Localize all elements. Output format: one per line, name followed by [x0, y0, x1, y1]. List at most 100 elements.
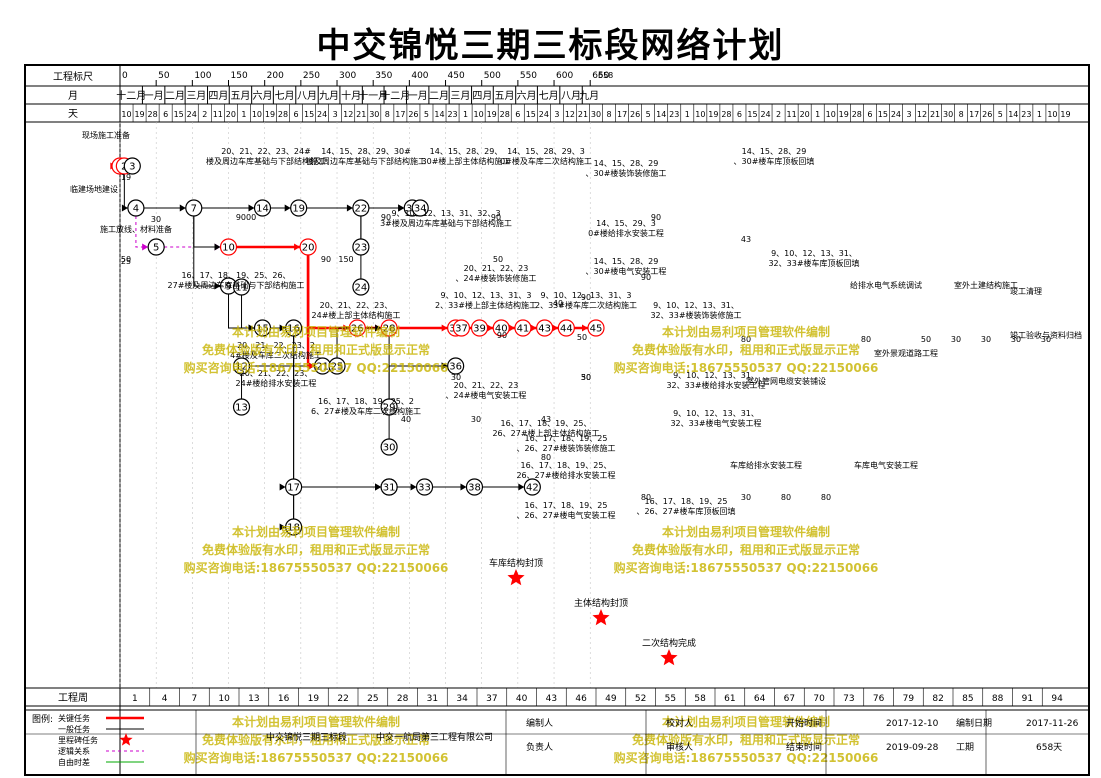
month-label: 六月: [253, 90, 273, 102]
node-number: 45: [590, 324, 603, 335]
node-number: 21: [316, 362, 329, 373]
week-label: 43: [546, 694, 557, 704]
node-number: 33: [418, 483, 431, 494]
scale-tick-label: 100: [194, 71, 211, 81]
week-label: 19: [308, 694, 320, 704]
task-label-line: 16、17、18、19、25、: [521, 461, 612, 470]
duration-label: 30: [981, 335, 991, 344]
day-label: 19: [1060, 110, 1070, 119]
watermark-text: 本计划由易利项目管理软件编制: [662, 524, 830, 539]
duration-label: 43: [741, 235, 751, 244]
watermark-text: 免费体验版有水印，租用和正式版显示正常: [202, 542, 430, 557]
day-label: 10: [695, 110, 705, 119]
task-label-line: 4#楼及车库二次结构施工: [230, 350, 322, 360]
week-label: 52: [635, 694, 646, 704]
day-label: 15: [304, 110, 314, 119]
day-label: 24: [187, 110, 197, 119]
task-label: 14、15、28、29、30#楼上部主体结构施工: [422, 147, 511, 166]
task-label-line: 6、27#楼及车库二次结构施工: [311, 406, 421, 416]
week-label: 40: [516, 694, 528, 704]
day-label: 6: [737, 110, 742, 119]
node-number: 30: [383, 443, 396, 454]
week-label: 49: [605, 694, 617, 704]
duration-label: 30: [1011, 335, 1021, 344]
task-arrow-25-28: [336, 327, 382, 358]
arrowhead: [487, 324, 494, 332]
week-label: 34: [456, 694, 468, 704]
task-label-line: 0#楼及车库二次结构施工: [500, 156, 592, 166]
arrowhead: [552, 324, 559, 332]
scale-tick-label: 550: [520, 71, 537, 81]
day-label: 10: [252, 110, 262, 119]
node-number: 4: [133, 204, 139, 215]
week-label: 25: [367, 694, 378, 704]
scale-tick-label: 650: [592, 71, 609, 81]
scale-tick-label: 350: [375, 71, 392, 81]
task-label-line: 26、27#楼上部主体结构施工: [492, 428, 599, 438]
day-label: 28: [852, 110, 862, 119]
node-number: 16: [287, 324, 300, 335]
day-label: 2: [776, 110, 781, 119]
task-label-line: 9、10、12、13、31、32、3: [391, 209, 500, 218]
network-node: [232, 398, 251, 416]
node-number: 22: [355, 204, 368, 215]
task-label-line: 竣工清理: [1010, 286, 1042, 296]
task-label-line: 14、15、28、29、3: [507, 147, 585, 156]
watermark-text: 本计划由易利项目管理软件编制: [232, 714, 400, 729]
task-label-line: 、30#楼电气安装工程: [586, 266, 667, 276]
task-label: 竣工清理: [1010, 286, 1042, 296]
footer-leader-label: 负责人: [526, 741, 553, 753]
legend-item-label: 逻辑关系: [58, 746, 90, 756]
network-node: [147, 238, 165, 256]
month-label: 十二月: [380, 89, 410, 102]
arrowhead: [518, 483, 525, 491]
node-number: 20: [302, 243, 315, 254]
task-label-line: 楼及周边车库基础与下部结构施工: [306, 156, 426, 166]
footer-project: 中交锦悦三期三标段: [266, 731, 347, 743]
week-label: 46: [575, 694, 587, 704]
day-label: 3: [554, 110, 559, 119]
node-number: 31: [383, 483, 396, 494]
arrowhead: [530, 324, 537, 332]
task-arrow-7-10: [193, 216, 221, 248]
task-label-line: 、26、27#楼电气安装工程: [516, 510, 615, 520]
day-label: 26: [408, 110, 418, 119]
watermark-text: 购买咨询电话:18675550537 QQ:22150066: [614, 360, 879, 375]
day-label: 6: [515, 110, 520, 119]
day-label: 8: [959, 110, 964, 119]
watermark-text: 购买咨询电话:18675550537 QQ:22150066: [184, 560, 449, 575]
network-node: [465, 478, 484, 496]
task-label: 室外土建结构施工: [954, 280, 1018, 290]
scale-tick-label: 450: [448, 71, 465, 81]
node-number: 18: [287, 523, 300, 534]
duration-label: 80: [821, 493, 831, 502]
duration-label: 30: [951, 335, 961, 344]
task-label-line: 9、10、12、13、31、: [653, 301, 739, 310]
duration-label: 30: [471, 415, 481, 424]
week-label: 37: [486, 694, 497, 704]
network-node: [328, 357, 346, 375]
footer-auditor-label: 审核人: [666, 741, 693, 753]
network-node: [285, 319, 303, 337]
duration-label: 80: [741, 335, 751, 344]
day-label: 26: [982, 110, 992, 119]
week-label: 70: [813, 694, 825, 704]
duration-label: 90: [381, 213, 391, 222]
network-node: [290, 199, 308, 217]
footer-start: 2017-12-10: [886, 719, 939, 729]
task-label: 施工放线、材料准备: [100, 224, 172, 234]
day-label: 21: [356, 110, 366, 119]
month-label: 七月: [539, 90, 559, 102]
week-label: 67: [784, 694, 795, 704]
task-label: 现场施工准备: [82, 130, 130, 140]
footer-end-label: 结束时间: [786, 741, 822, 753]
duration-label: 50: [577, 333, 587, 342]
month-label: 十一月: [358, 89, 388, 102]
watermark-text: 本计划由易利项目管理软件编制: [232, 324, 400, 339]
task-label-line: 、30#楼装饰装修施工: [586, 168, 667, 178]
node-number: 40: [495, 324, 508, 335]
task-label: 车库给排水安装工程: [730, 460, 802, 470]
day-label: 23: [1021, 110, 1031, 119]
